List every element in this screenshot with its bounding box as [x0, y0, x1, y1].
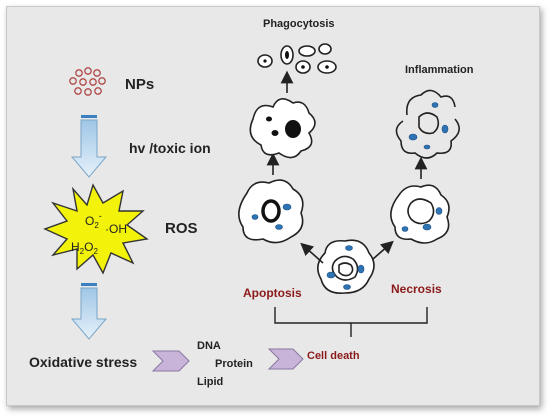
apoptotic-cell-icon: [238, 179, 304, 244]
fragmenting-cell-icon: [249, 98, 316, 159]
protein-label: Protein: [215, 358, 253, 370]
down-arrow-2: [70, 283, 108, 340]
arrow-to-necrotic-cell: [372, 240, 394, 260]
ros-burst-icon: O2- ·OH H2O2: [43, 183, 149, 275]
apoptosis-label: Apoptosis: [243, 286, 302, 300]
ruptured-cell-icon: [395, 89, 460, 159]
dna-label: DNA: [197, 340, 221, 352]
chevron-2: [267, 348, 304, 370]
apoptotic-bodies-icon: [257, 43, 337, 74]
nanoparticles-icon: [69, 67, 106, 96]
ros-pathway-diagram: NPs hv /toxic ion O2- ·OH H2O2 ROS Oxida…: [29, 18, 474, 388]
necrotic-cell-icon: [390, 184, 450, 244]
nps-label: NPs: [125, 76, 154, 93]
cell-death-bracket: [274, 307, 428, 337]
cell-death-label: Cell death: [307, 350, 360, 362]
phagocytosis-label: Phagocytosis: [263, 18, 335, 30]
necrosis-label: Necrosis: [391, 282, 442, 296]
central-cell-icon: [317, 239, 375, 295]
chevron-1: [151, 350, 190, 372]
inflammation-label: Inflammation: [405, 64, 474, 76]
hv-toxic-ion-label: hv /toxic ion: [129, 140, 211, 156]
oxidative-stress-label: Oxidative stress: [29, 354, 137, 370]
diagram-frame: NPs hv /toxic ion O2- ·OH H2O2 ROS Oxida…: [6, 6, 540, 406]
lipid-label: Lipid: [197, 376, 223, 388]
svg-text:H2O2: H2O2: [71, 240, 98, 256]
down-arrow-1: [70, 115, 108, 178]
arrow-to-apoptotic-cell: [300, 242, 324, 264]
svg-text:·OH: ·OH: [105, 222, 127, 236]
ros-label: ROS: [165, 220, 198, 237]
